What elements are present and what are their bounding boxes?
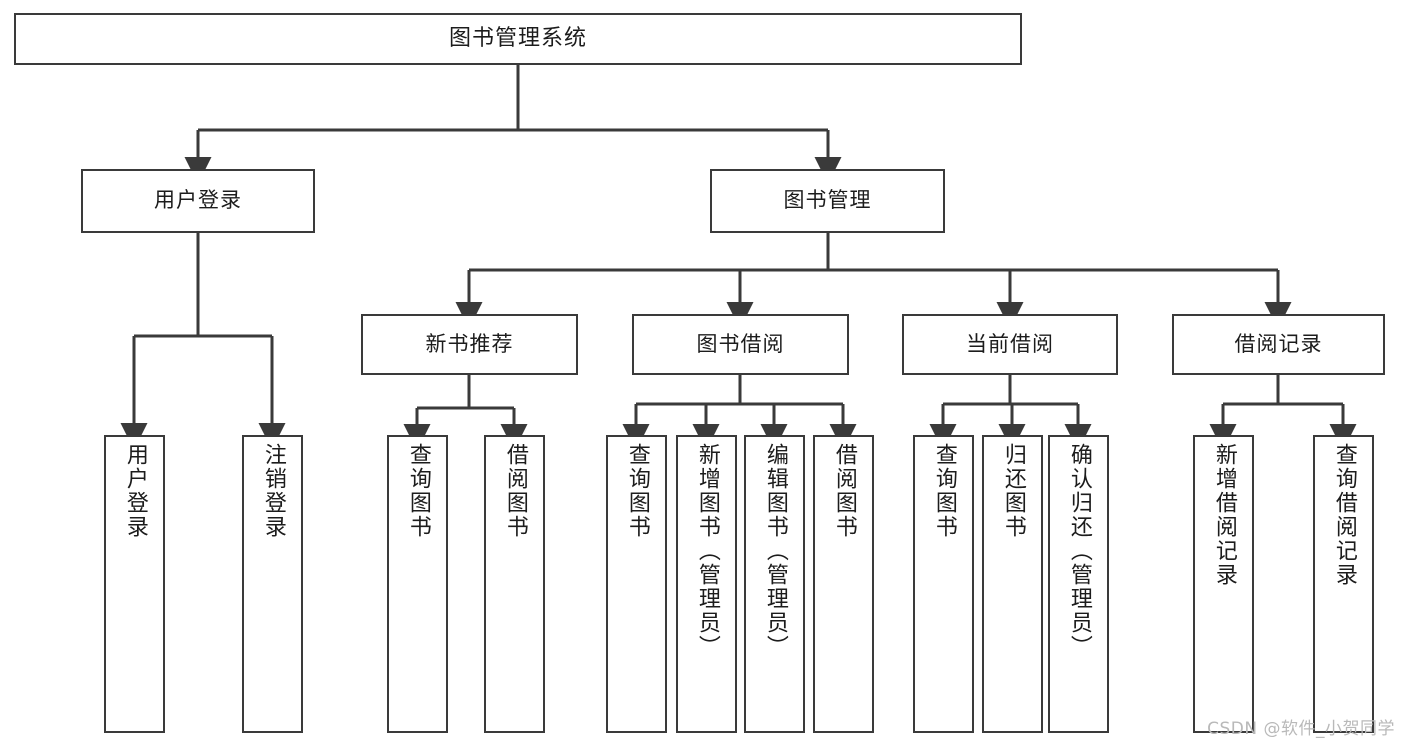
node-current-borrow[interactable]: 当前借阅 <box>902 314 1118 375</box>
node-label: 借阅图书 <box>502 443 528 539</box>
node-label: 编辑图书（管理员） <box>762 443 788 659</box>
leaf-record-query[interactable]: 查询借阅记录 <box>1313 435 1374 733</box>
node-label: 图书管理系统 <box>448 25 587 51</box>
leaf-current-confirm-return[interactable]: 确认归还（管理员） <box>1048 435 1109 733</box>
leaf-borrow-edit-book[interactable]: 编辑图书（管理员） <box>744 435 805 733</box>
leaf-borrow-query-book[interactable]: 查询图书 <box>606 435 667 733</box>
node-label: 查询图书 <box>931 443 957 539</box>
node-label: 归还图书 <box>1000 443 1026 539</box>
leaf-current-query-book[interactable]: 查询图书 <box>913 435 974 733</box>
leaf-borrow-borrow-book[interactable]: 借阅图书 <box>813 435 874 733</box>
node-book-borrow[interactable]: 图书借阅 <box>632 314 849 375</box>
node-label: 查询借阅记录 <box>1331 443 1357 587</box>
csdn-watermark: CSDN @软件_小贺同学 <box>1207 719 1395 739</box>
leaf-user-logout[interactable]: 注销登录 <box>242 435 303 733</box>
node-label: 当前借阅 <box>966 331 1054 356</box>
node-user-login[interactable]: 用户登录 <box>81 169 315 233</box>
leaf-record-add[interactable]: 新增借阅记录 <box>1193 435 1254 733</box>
node-label: 查询图书 <box>624 443 650 539</box>
node-label: 注销登录 <box>260 443 286 539</box>
leaf-current-return-book[interactable]: 归还图书 <box>982 435 1043 733</box>
node-label: 新书推荐 <box>425 331 514 356</box>
node-book-management[interactable]: 图书管理 <box>710 169 945 233</box>
node-label: 用户登录 <box>154 188 242 213</box>
node-label: 用户登录 <box>122 443 148 539</box>
node-root-system[interactable]: 图书管理系统 <box>14 13 1022 65</box>
node-label: 借阅图书 <box>831 443 857 539</box>
leaf-borrow-add-book[interactable]: 新增图书（管理员） <box>676 435 737 733</box>
node-label: 新增图书（管理员） <box>694 443 720 659</box>
node-borrow-record[interactable]: 借阅记录 <box>1172 314 1385 375</box>
leaf-new-query-book[interactable]: 查询图书 <box>387 435 448 733</box>
node-new-book-recommend[interactable]: 新书推荐 <box>361 314 578 375</box>
node-label: 确认归还（管理员） <box>1066 443 1092 659</box>
node-label: 图书管理 <box>783 188 872 213</box>
node-label: 新增借阅记录 <box>1211 443 1237 587</box>
node-label: 查询图书 <box>405 443 431 539</box>
node-label: 借阅记录 <box>1234 331 1323 356</box>
node-label: 图书借阅 <box>696 331 785 356</box>
leaf-new-borrow-book[interactable]: 借阅图书 <box>484 435 545 733</box>
leaf-user-login[interactable]: 用户登录 <box>104 435 165 733</box>
